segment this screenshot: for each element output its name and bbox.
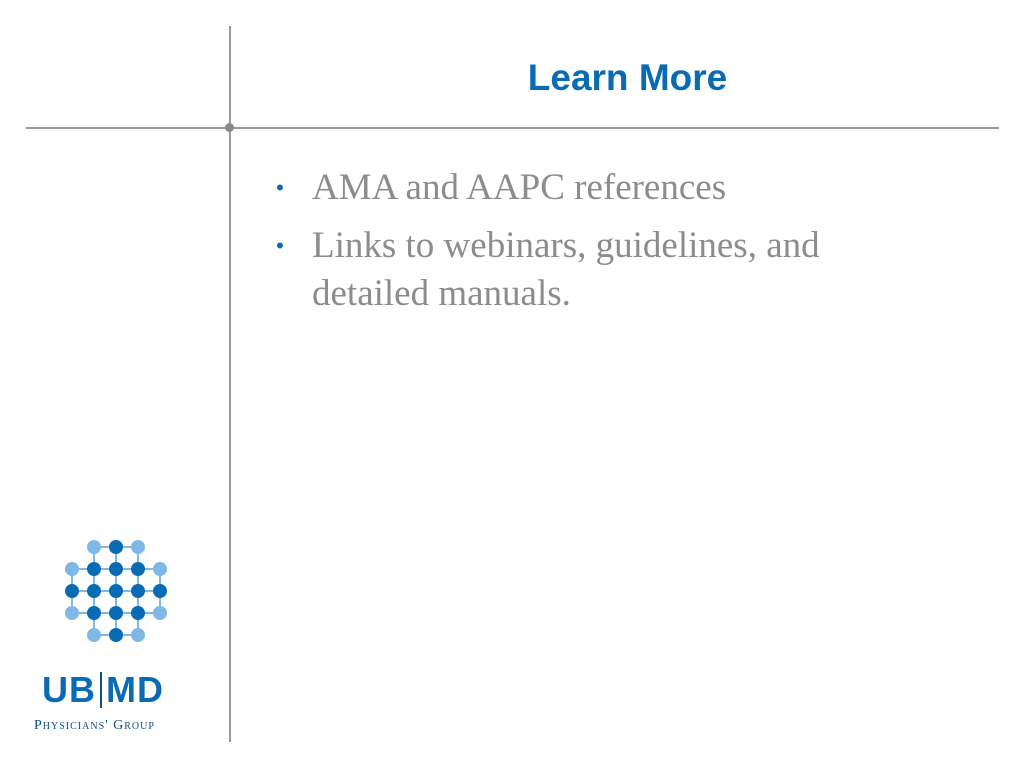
bullet-text: AMA and AAPC references [312,167,727,208]
logo-text-ub: UB [42,669,96,710]
divider-junction-dot [225,123,234,132]
bullet-icon: • [276,175,284,200]
horizontal-divider [26,127,999,129]
grid-node [87,540,101,554]
bullet-item: • AMA and AAPC references [270,164,910,212]
grid-node [87,584,101,598]
grid-node [153,584,167,598]
grid-node [131,628,145,642]
grid-node [109,628,123,642]
logo-divider-bar [100,672,102,708]
grid-node [131,540,145,554]
vertical-divider [229,26,231,742]
grid-node [131,562,145,576]
bullet-icon: • [276,233,284,258]
grid-node [109,584,123,598]
grid-node [65,562,79,576]
grid-node [65,606,79,620]
grid-node [131,606,145,620]
bullet-item: • Links to webinars, guidelines, and det… [270,222,910,318]
slide-title: Learn More [527,57,728,98]
grid-node [109,606,123,620]
grid-node [153,562,167,576]
bullet-list: • AMA and AAPC references • Links to web… [270,164,910,328]
logo-text-md: MD [106,669,164,710]
grid-node [87,606,101,620]
grid-node [109,562,123,576]
grid-node [87,562,101,576]
grid-node [131,584,145,598]
network-grid-icon [65,540,167,642]
grid-node [153,606,167,620]
bullet-text: Links to webinars, guidelines, and detai… [312,225,820,314]
grid-node [109,540,123,554]
grid-node [87,628,101,642]
logo-tagline: Physicians' Group [34,718,155,733]
grid-node [65,584,79,598]
